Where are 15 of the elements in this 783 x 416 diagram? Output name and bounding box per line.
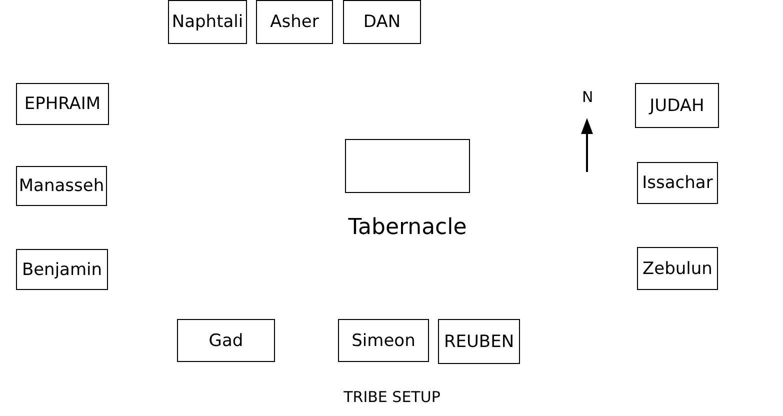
tribe-box: REUBEN bbox=[438, 319, 520, 364]
tribe-box: Zebulun bbox=[637, 247, 718, 290]
caption: TRIBE SETUP bbox=[344, 388, 440, 406]
tribe-box: DAN bbox=[343, 0, 421, 44]
tribe-box: Gad bbox=[177, 319, 275, 362]
tribe-box: Simeon bbox=[338, 319, 429, 362]
tribe-box: Benjamin bbox=[16, 249, 108, 290]
tribe-box: EPHRAIM bbox=[16, 83, 109, 125]
tribe-box: Issachar bbox=[637, 162, 718, 204]
tribe-box: JUDAH bbox=[635, 83, 719, 128]
compass-letter: N bbox=[582, 88, 594, 106]
tribe-box: Manasseh bbox=[16, 166, 107, 206]
tribe-box: Asher bbox=[256, 0, 333, 44]
node-label: Tabernacle bbox=[348, 215, 467, 240]
tribe-box: Naphtali bbox=[168, 0, 247, 44]
